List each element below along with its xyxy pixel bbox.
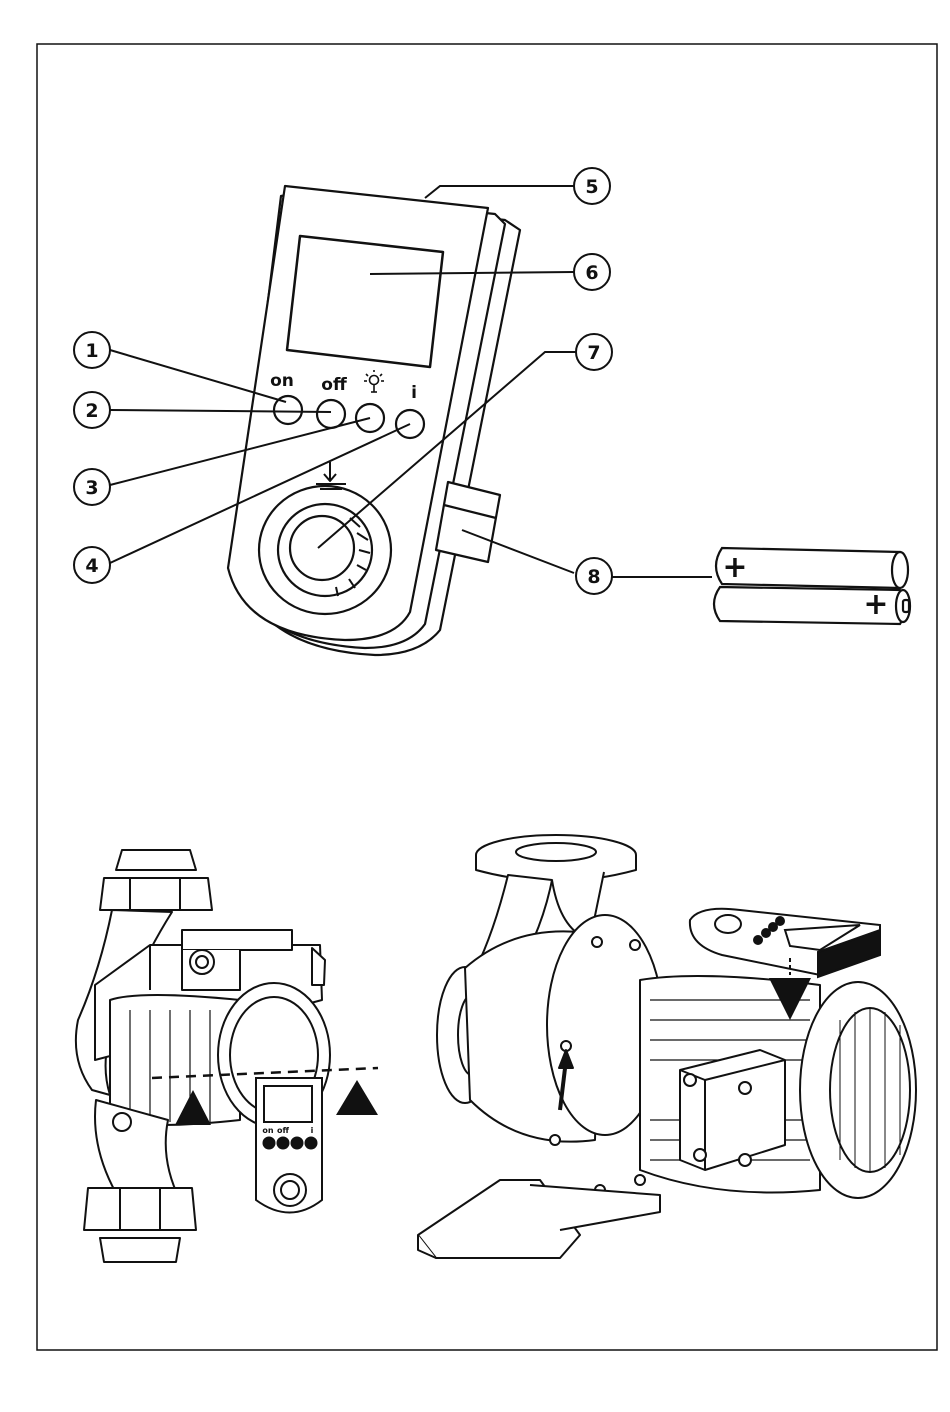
small-remote-on-button[interactable] [264, 1138, 275, 1149]
callout-8: 8 [587, 566, 600, 588]
battery-bottom-plus: + [863, 587, 888, 622]
small-remote-on-label: on [262, 1126, 273, 1135]
small-remote-dial[interactable] [281, 1181, 299, 1199]
battery-top-plus: + [722, 550, 747, 585]
small-remote-on-pump [256, 1078, 322, 1213]
top-union-body [100, 878, 212, 910]
callout-5: 5 [585, 176, 598, 198]
info-button-label: i [411, 383, 417, 403]
battery-compartment-cover [436, 482, 500, 562]
callout-2: 2 [85, 400, 98, 422]
off-button-label: off [321, 375, 347, 395]
battery-terminal [903, 600, 909, 612]
callout-7: 7 [587, 342, 600, 364]
remote-top-view-dial[interactable] [715, 915, 741, 933]
small-remote-screen [264, 1086, 312, 1122]
bottom-union-nut [100, 1238, 180, 1262]
centrifugal-pump [418, 835, 916, 1258]
callout-3: 3 [85, 477, 98, 499]
remote-display-screen [287, 236, 443, 367]
alignment-arrow-right [336, 1080, 378, 1115]
leader-5 [425, 186, 574, 198]
small-remote-off-label: off [277, 1126, 289, 1135]
small-remote-light-button[interactable] [292, 1138, 303, 1149]
top-union-nut [116, 850, 196, 870]
remote-above-motor [690, 909, 880, 977]
pump-screw [113, 1113, 131, 1131]
small-remote-info-button[interactable] [306, 1138, 317, 1149]
remote-control [228, 186, 520, 655]
on-button-label: on [270, 371, 294, 391]
terminal-box-top [182, 930, 292, 950]
callout-6: 6 [585, 262, 598, 284]
off-button[interactable] [317, 400, 345, 428]
callout-1: 1 [85, 340, 98, 362]
callout-4: 4 [85, 555, 98, 577]
bottom-union-body [84, 1188, 196, 1230]
small-remote-info-label: i [311, 1126, 314, 1135]
small-remote-off-button[interactable] [278, 1138, 289, 1149]
battery-top-end [892, 552, 908, 588]
